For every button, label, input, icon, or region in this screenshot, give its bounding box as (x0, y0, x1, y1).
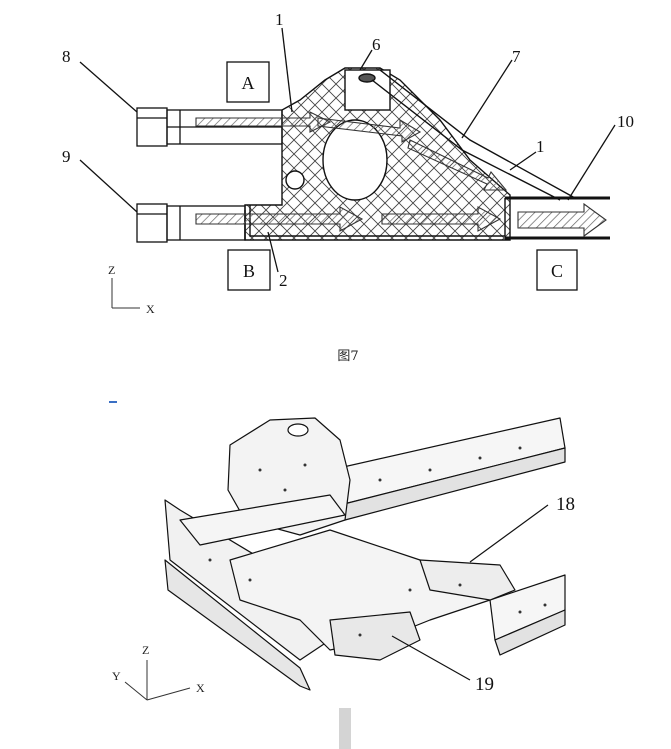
callout-8: 8 (62, 47, 71, 66)
box-c-frame (536, 249, 578, 291)
callout-1-top: 1 (275, 10, 284, 29)
tower-mount (287, 423, 309, 437)
load-arrow-upper-diagonal (317, 117, 422, 143)
cursor-mark (109, 401, 117, 403)
upper-diagonal-member (371, 69, 576, 201)
lower-front-rail (136, 203, 246, 243)
bolt-holes (208, 446, 547, 637)
shock-tower-frame (244, 67, 511, 241)
axis-x-label: X (146, 302, 155, 316)
load-arrow-lower-1 (195, 206, 364, 232)
figure-8-axis (124, 660, 191, 701)
upper-front-rail (136, 107, 283, 147)
callout-leaders (79, 27, 616, 273)
axis8-z-label: Z (142, 643, 149, 657)
figure-7-caption: 图7 (337, 349, 358, 364)
scroll-indicator (339, 708, 351, 749)
axis-z-label: Z (108, 263, 115, 277)
callout-18: 18 (556, 494, 575, 515)
load-path-arrows (195, 111, 607, 238)
load-arrow-diagonal (407, 139, 508, 191)
callout-9: 9 (62, 147, 71, 166)
rear-rail (505, 196, 610, 240)
callout-7: 7 (512, 47, 521, 66)
leader-18 (469, 504, 549, 563)
lower-arm-19 (329, 611, 421, 661)
callout-1-right: 1 (536, 137, 545, 156)
subframe (229, 529, 491, 651)
box-a-label: A (242, 73, 255, 93)
cross-beam (179, 494, 346, 546)
front-bumper-lower (164, 559, 311, 691)
callout-2: 2 (279, 271, 288, 290)
axis8-x-label: X (196, 681, 205, 695)
load-arrow-lower-2 (381, 206, 502, 232)
load-arrow-upper (195, 111, 332, 133)
callout-19: 19 (475, 674, 494, 695)
callout-6: 6 (372, 35, 381, 54)
load-arrow-rear (517, 202, 607, 238)
side-rail-lower (489, 574, 566, 656)
control-arm-18 (419, 559, 516, 601)
figure-7-diagram: A B C 1 6 7 8 9 10 1 2 Z X (62, 10, 634, 316)
figure-8-diagram (164, 417, 566, 691)
box-b-label: B (243, 261, 255, 281)
leader-19 (391, 635, 471, 681)
box-a-frame (226, 61, 270, 103)
box-c-label: C (551, 261, 563, 281)
callout-10: 10 (617, 112, 634, 131)
side-rail-upper (329, 417, 566, 521)
axis8-y-label: Y (112, 669, 121, 683)
figure-7-axis (111, 278, 140, 309)
box-b-frame (227, 249, 271, 291)
